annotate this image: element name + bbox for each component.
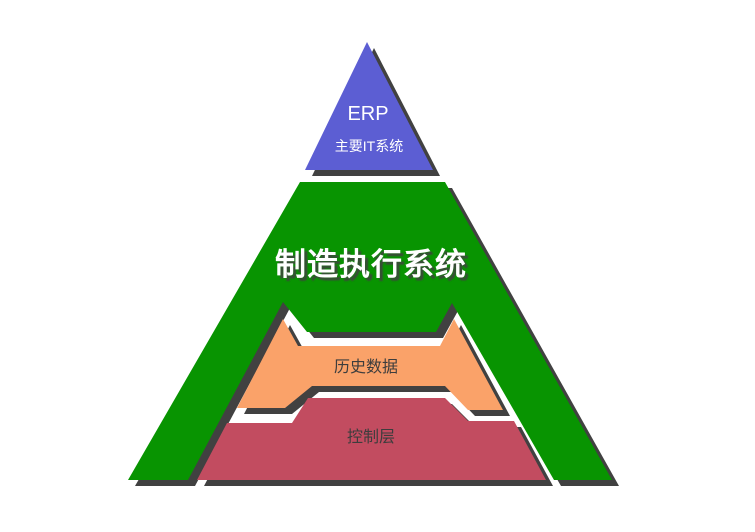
mes-pyramid	[128, 182, 612, 480]
control-band	[197, 398, 546, 480]
mes-title-shadow: 制造执行系统	[278, 250, 470, 285]
historian-label: 历史数据	[334, 358, 398, 376]
erp-triangle	[305, 42, 433, 170]
mes-layer	[128, 182, 619, 486]
control-layer	[197, 398, 553, 486]
historian-band	[237, 319, 503, 410]
control-label: 控制层	[347, 428, 395, 446]
mes-pyramid-shadow	[135, 188, 619, 486]
mes-title: 制造执行系统	[275, 247, 467, 282]
erp-sublabel: 主要IT系统	[335, 138, 403, 154]
historian-layer	[237, 319, 510, 416]
erp-label: ERP	[347, 103, 388, 125]
erp-layer	[305, 42, 440, 176]
